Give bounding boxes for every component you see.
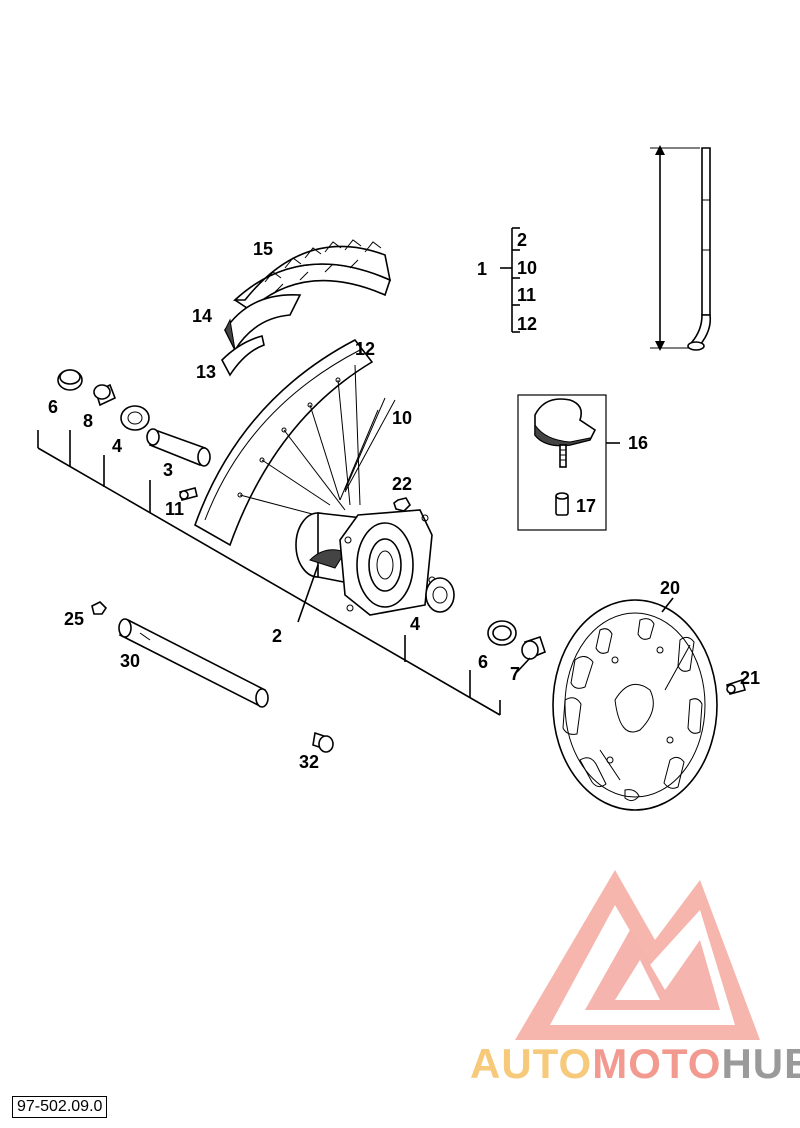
callout-3: 3 <box>163 460 173 480</box>
axle-part <box>118 618 269 708</box>
callout-11: 11 <box>165 499 184 519</box>
bearing-part-right <box>425 577 455 613</box>
drawing-number: 97-502.09.0 <box>12 1096 108 1118</box>
callout-20: 20 <box>660 578 680 598</box>
leader-7 <box>516 657 531 673</box>
valve-part-16 <box>534 398 597 468</box>
spoke-part-single <box>687 147 712 351</box>
callout-4-left: 4 <box>112 436 122 456</box>
callout-8: 8 <box>83 411 93 431</box>
brand-part-moto: MOTO <box>592 1040 722 1087</box>
watermark-logo-icon <box>515 870 760 1040</box>
callout-4-right: 4 <box>410 614 420 634</box>
nut-part-22 <box>393 497 411 512</box>
leader-20 <box>661 597 674 613</box>
tire-part <box>232 239 392 312</box>
kit-item-11: 11 <box>517 285 536 305</box>
inner-tube-part <box>224 294 302 352</box>
bolt-part-32 <box>312 731 334 753</box>
spokes-part <box>239 364 386 521</box>
callout-15: 15 <box>253 239 273 259</box>
callout-7: 7 <box>510 664 520 684</box>
collar-part-7 <box>521 635 546 660</box>
hub-part <box>295 509 436 616</box>
spacer-part-left <box>57 369 83 391</box>
callout-10: 10 <box>392 408 412 428</box>
valve-cap-part-17 <box>555 492 569 516</box>
callout-13: 13 <box>196 362 216 382</box>
kit-label: 1 <box>477 259 487 279</box>
spoke-length-dimension <box>650 145 700 351</box>
spoke-part-10 <box>344 399 396 493</box>
axle-alignment-line <box>37 447 501 716</box>
callout-12: 12 <box>355 339 375 359</box>
watermark-brand: AUTOMOTOHUB <box>470 1040 800 1088</box>
bearing-part-left <box>120 405 150 431</box>
leader-2 <box>297 564 319 623</box>
callout-25: 25 <box>64 609 84 629</box>
rim-part <box>194 338 374 547</box>
callout-2: 2 <box>272 626 282 646</box>
kit-item-12: 12 <box>517 314 537 334</box>
collar-part <box>93 383 117 407</box>
callout-16: 16 <box>628 433 648 453</box>
callout-6-left: 6 <box>48 397 58 417</box>
callout-17: 17 <box>576 496 596 516</box>
kit-item-2: 2 <box>517 230 527 250</box>
callout-14: 14 <box>192 306 212 326</box>
callout-22: 22 <box>392 474 412 494</box>
sleeve-part <box>146 428 211 467</box>
nut-part-25 <box>91 601 108 615</box>
callout-6-right: 6 <box>478 652 488 672</box>
brand-part-hub: HUB <box>721 1040 800 1087</box>
rim-strip-part <box>221 335 265 377</box>
bolt-part-21 <box>725 678 747 695</box>
brand-part-auto: AUTO <box>470 1040 593 1087</box>
spacer-part-right <box>487 620 517 646</box>
kit-item-10: 10 <box>517 258 537 278</box>
tube-valve-mark <box>224 318 236 351</box>
callout-30: 30 <box>120 651 140 671</box>
callout-32: 32 <box>299 752 319 772</box>
brake-disc-part <box>552 599 718 811</box>
rim-inner-edge <box>204 349 361 521</box>
kit-bracket <box>500 227 520 333</box>
screw-part-11 <box>179 487 198 501</box>
callout-21: 21 <box>740 668 760 688</box>
